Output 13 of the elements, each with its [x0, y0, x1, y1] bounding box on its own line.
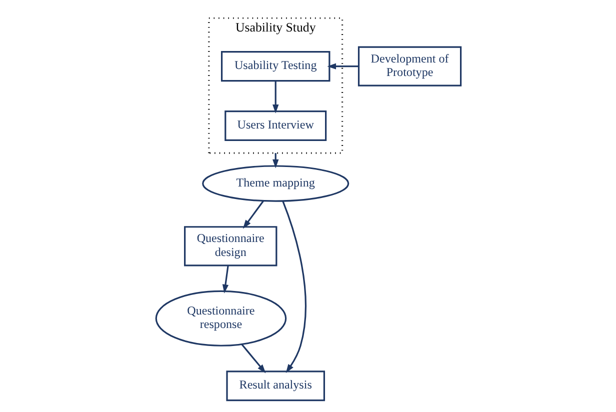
node-box: Questionnaire design: [184, 226, 277, 266]
arrow: [240, 344, 266, 374]
node-ellipse: Theme mapping: [202, 165, 349, 202]
arrow: [282, 200, 306, 374]
arrow: [222, 265, 228, 294]
node-box: Result analysis: [226, 370, 325, 402]
node-box: Development of Prototype: [357, 46, 462, 86]
node-box: Users Interview: [224, 110, 326, 142]
arrow: [242, 200, 264, 229]
node-box: Usability Testing: [220, 51, 330, 82]
node-ellipse: Questionnaire response: [154, 290, 286, 346]
arrow: [326, 63, 358, 70]
arrow: [272, 80, 278, 114]
